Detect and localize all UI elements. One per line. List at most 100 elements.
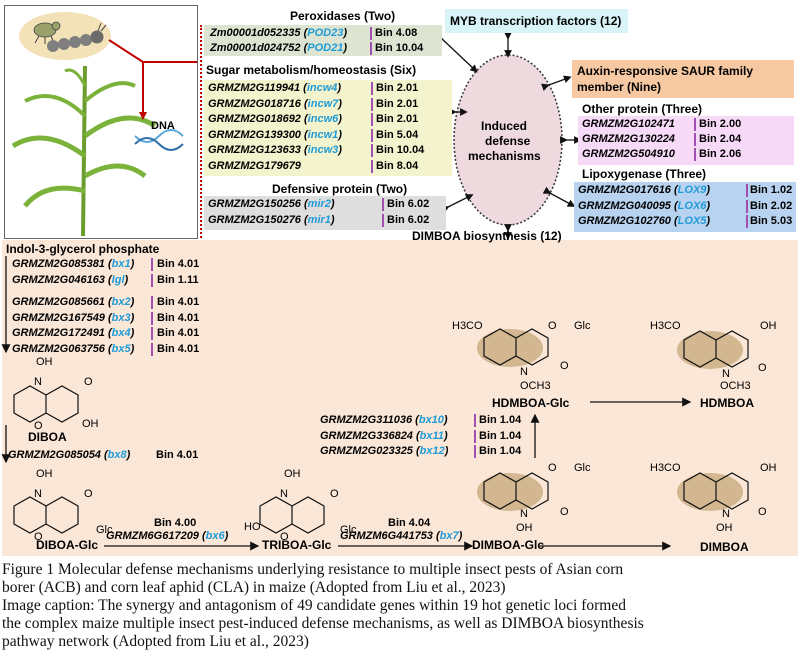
defensive-gene-2: GRMZM2G150276 (mir1) [208,213,335,226]
atom-label: OH [516,522,533,534]
bin-separator [694,148,696,161]
lox-box [574,182,796,232]
bin-separator [151,342,153,356]
bx-step6-gene-1-bin: Bin 1.04 [479,414,522,426]
center-label-1: Induced [481,119,528,133]
bx8-gene-bin: Bin 4.01 [156,449,199,461]
bin-separator [474,445,476,458]
lox-gene-3-bin: Bin 5.03 [750,215,793,227]
compound-diboa-glc: DIBOA-Glc [36,538,99,552]
atom-label: O [84,376,93,388]
atom-label: O [758,506,767,518]
defensive-gene-1: GRMZM2G150256 (mir2) [208,198,335,210]
defensive-gene-1-bin: Bin 6.02 [387,198,430,210]
bx7-gene: GRMZM6G441753 (bx7) [340,530,463,542]
atom-label: O [84,488,93,500]
bin-separator [382,213,384,227]
defensive-gene-2-bin: Bin 6.02 [387,213,430,226]
bx-step2-gene-2: GRMZM2G167549 (bx3) [12,311,135,324]
pathway-start: Indol-3-glycerol phosphate [6,242,160,256]
sugar-box [204,80,452,176]
other-title: Other protein (Three) [582,102,703,116]
bx-step2-gene-1-bin: Bin 4.01 [157,296,200,308]
atom-label: N [520,366,528,378]
atom-label: H3CO [650,462,681,474]
dna-label: DNA [151,120,175,132]
auxin-title-1: Auxin-responsive SAUR family [577,64,754,78]
sugar-gene-6: GRMZM2G179679 [208,159,301,172]
compound-hdmboa: HDMBOA [700,396,754,410]
bin-separator [371,97,373,111]
bin-separator [151,273,153,287]
bin-separator [746,215,748,228]
myb-box [445,9,628,33]
compound-triboa-glc: TRIBOA-Glc [262,538,332,552]
atom-label: OH [716,522,733,534]
pathway-structures [1,256,749,551]
pathway-background [2,240,798,556]
other-gene-1: GRMZM2G102471 [582,118,675,130]
bin-separator [371,82,373,95]
atom-label: O [548,320,557,332]
bx6-gene: GRMZM6G617209 (bx6) [106,530,229,542]
bx-step6-gene-2-bin: Bin 1.04 [479,429,522,442]
sugar-gene-4: GRMZM2G139300 (incw1) [208,128,342,141]
sugar-gene-1: GRMZM2G119941 (incw4) [208,82,342,94]
bin-separator [382,198,384,211]
sugar-gene-5: GRMZM2G123633 (incw3) [208,144,342,156]
caption-line-4: the complex maize multiple insect pest-i… [2,615,644,632]
bin-separator [371,113,373,126]
sugar-gene-4-bin: Bin 5.04 [376,128,419,141]
peroxidase-gene-1: Zm00001d052335 (POD23) [210,27,347,39]
bx-step6-gene-2: GRMZM2G336824 (bx11) [320,429,448,442]
bx6-gene-bin: Bin 4.00 [154,517,197,529]
center-label-3: mechanisms [468,149,541,163]
myb-title: MYB transcription factors (12) [450,14,622,28]
caption-line-5: pathway network (Adopted from Liu et al.… [2,633,309,650]
atom-label: OH [760,462,777,474]
bin-separator [151,258,153,271]
sugar-gene-5-bin: Bin 10.04 [376,144,425,156]
atom-label: N [722,508,730,520]
compound-dimboa: DIMBOA [700,540,749,554]
other-box [578,116,794,165]
peroxidase-bin-1: Bin 4.08 [375,27,418,39]
peroxidase-gene-2: Zm00001d024752 (POD21) [210,42,347,54]
atom-label: N [520,508,528,520]
bin-separator [694,118,696,131]
auxin-box [572,60,794,98]
lox-gene-2: GRMZM2G040095 (LOX6) [578,199,711,212]
bin-separator [474,414,476,427]
lox-gene-1: GRMZM2G017616 (LOX9) [578,184,711,196]
bin-separator [151,311,153,325]
other-gene-1-bin: Bin 2.00 [699,118,742,130]
bx7-gene-bin: Bin 4.04 [388,517,431,529]
lox-gene-3: GRMZM2G102760 (LOX5) [578,215,711,227]
atom-label: OH [760,320,777,332]
atom-label: H3CO [650,320,681,332]
atom-label: Glc [96,524,113,536]
lox-title: Lipoxygenase (Three) [582,167,707,181]
bx-step2-gene-4: GRMZM2G063756 (bx5) [12,342,135,355]
maize-plant-icon [11,12,199,237]
atom-label: OCH3 [720,380,751,392]
atom-label: H3CO [452,320,483,332]
atom-label: N [34,488,42,500]
atom-label: HO [244,521,261,533]
bin-separator [746,199,748,213]
atom-label: N [34,376,42,388]
atom-label: OH [36,356,53,368]
sugar-gene-3: GRMZM2G018692 (incw6) [208,113,342,125]
bin-separator [371,128,373,142]
other-gene-3: GRMZM2G504910 [582,148,675,160]
dimboa-title: DIMBOA biosynthesis (12) [412,229,562,243]
atom-label: O [280,531,289,543]
sugar-gene-2: GRMZM2G018716 (incw7) [208,97,342,110]
bx-step1-gene-2: GRMZM2G046163 (Igl) [12,273,129,286]
auxin-title-2: member (Nine) [577,80,662,94]
peroxidases-box [204,25,442,56]
network-connectors [434,31,582,266]
bx-step2-gene-3: GRMZM2G172491 (bx4) [12,327,135,339]
caption-line-2: borer (ACB) and corn leaf aphid (CLA) in… [2,579,506,596]
compound-diboa: DIBOA [28,430,67,444]
